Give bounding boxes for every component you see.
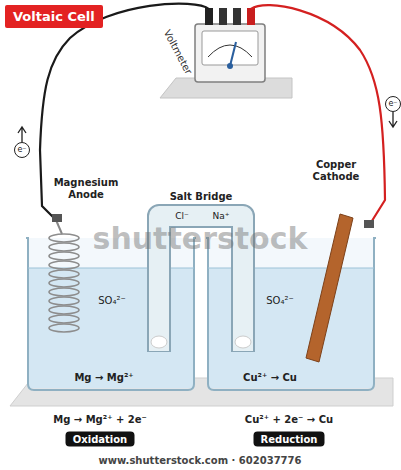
part-label: Salt Bridge	[170, 191, 233, 202]
node-text: e⁻	[17, 145, 26, 154]
half-reaction: Cu²⁺ → Cu	[243, 372, 297, 383]
node-text: e⁻	[388, 99, 397, 108]
part-label: Copper Cathode	[301, 159, 371, 182]
node-text: Reduction	[261, 434, 318, 445]
half-reaction: Mg → Mg²⁺	[74, 372, 133, 383]
coil-winding	[49, 306, 79, 314]
coil-winding	[49, 270, 79, 278]
coil-winding	[49, 297, 79, 305]
electron-badge: e⁻	[385, 96, 401, 112]
instrument-label: Voltmeter	[162, 28, 195, 76]
watermark: shutterstock	[93, 221, 308, 256]
coil-winding	[49, 324, 79, 332]
coil-winding	[49, 315, 79, 323]
title-badge: Voltaic Cell	[5, 5, 103, 28]
watermark-url: www.shutterstock.com · 602037776	[99, 455, 302, 466]
electron-badge: e⁻	[14, 142, 30, 158]
coil-winding	[49, 243, 79, 251]
coil-winding	[49, 234, 79, 242]
coil-winding	[49, 279, 79, 287]
part-label: Magnesium Anode	[51, 177, 121, 200]
node-text: Oxidation	[73, 434, 127, 445]
ion-label: SO₄²⁻	[98, 295, 126, 306]
equation: Mg → Mg²⁺ + 2e⁻	[53, 414, 147, 425]
coil-winding	[49, 252, 79, 260]
ion-label: Cl⁻	[175, 211, 189, 221]
ion-label: Na⁺	[213, 211, 230, 221]
ion-label: SO₄²⁻	[266, 295, 294, 306]
process-tag: Oxidation	[66, 432, 135, 447]
process-tag: Reduction	[254, 432, 325, 447]
equation: Cu²⁺ + 2e⁻ → Cu	[245, 414, 333, 425]
coil-winding	[49, 288, 79, 296]
coil-winding	[49, 261, 79, 269]
